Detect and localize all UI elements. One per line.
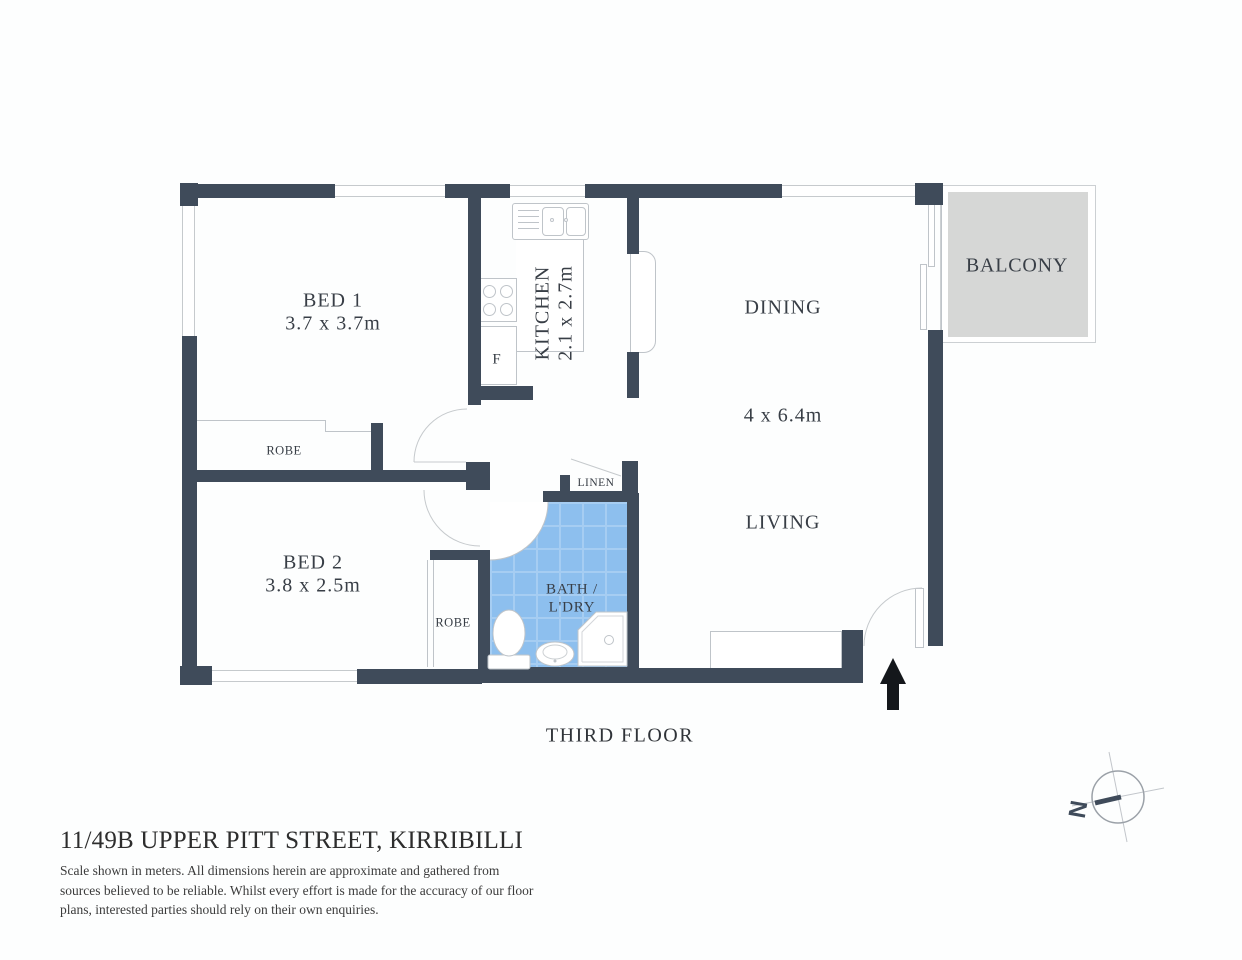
bed1-door-arc [413,408,468,463]
window [210,670,357,682]
stove [478,278,517,322]
wall [627,352,639,398]
window [335,185,445,197]
sliding-door-panel [920,264,927,330]
label-robe-bed1: ROBE [266,443,302,458]
property-address: 11/49B UPPER PITT STREET, KIRRIBILLI [60,827,523,854]
wall [478,550,490,668]
wall [183,470,467,482]
wall [478,667,628,683]
sliding-door-panel [928,203,935,267]
label-fridge: F [492,351,502,368]
disclaimer-line: Scale shown in meters. All dimensions he… [60,863,500,878]
wall [842,630,863,683]
bed2-door-arc [423,489,481,547]
room-dims-living-dining: 4 x 6.4m [743,404,823,427]
sink-drainer [518,210,539,234]
linen-door-line [570,458,622,477]
sliding-door-track [941,203,942,331]
wall [371,423,383,472]
compass-needle [1094,794,1122,806]
wall [468,198,481,405]
compass-icon [1071,751,1165,843]
wall [915,183,943,205]
robe2-door-line [427,560,428,667]
wall [928,330,943,646]
disclaimer-line: sources believed to be reliable. Whilst … [60,882,534,898]
label-robe-bed2: ROBE [435,615,471,630]
room-label-dining: DINING [744,296,822,319]
stove-burner [500,303,513,316]
disclaimer-line: plans, interested parties should rely on… [60,902,379,917]
entry-door-leaf [915,588,924,648]
compass-north-label: N [1062,798,1092,820]
wall [543,491,638,502]
room-label-bath-line1: BATH / [546,581,598,598]
wall [180,666,212,685]
room-dims-kitchen: 2.1 x 2.7m [554,265,577,361]
wall [182,184,335,198]
room-label-balcony: BALCONY [965,254,1069,277]
stove-burner [500,285,513,298]
room-label-kitchen: KITCHEN [531,265,554,361]
robe1-front-line [197,420,325,421]
sink-tap-dot [564,218,568,222]
living-cupboard [710,631,842,668]
kitchen-peninsula [630,251,656,353]
wall [357,669,482,684]
wall [430,550,478,560]
stove-burner [483,303,496,316]
wall [182,336,197,472]
sink-tap-dot [550,218,554,222]
window [182,206,195,336]
stove-burner [483,285,496,298]
wall [445,184,510,198]
room-dims-bed2: 3.8 x 2.5m [265,574,361,597]
window [782,185,915,197]
wall [182,472,197,670]
room-dims-bed1: 3.7 x 3.7m [285,312,381,335]
floor-title: THIRD FLOOR [545,724,695,747]
entry-door-arc [863,587,923,647]
wall [627,493,639,673]
label-linen: LINEN [577,477,615,489]
room-label-bed1: BED 1 [303,289,363,312]
room-label-living: LIVING [745,511,821,534]
disclaimer-text: Scale shown in meters. All dimensions he… [60,861,533,920]
room-label-bath-line2: L'DRY [548,599,596,616]
kitchen-counter [516,238,584,352]
robe2-door-line2 [433,560,434,667]
wall [466,462,490,490]
wall [626,668,858,683]
entry-arrow-icon [880,658,906,710]
robe1-front-line2 [325,431,372,432]
window [510,185,585,197]
balcony-area [948,192,1088,337]
robe1-step-line [325,420,326,432]
wall [627,198,639,254]
sink-basin-right [566,207,586,236]
room-label-bed2: BED 2 [283,551,343,574]
wall [560,475,570,492]
wall [468,386,533,400]
wall [622,461,638,492]
wall [585,184,782,198]
